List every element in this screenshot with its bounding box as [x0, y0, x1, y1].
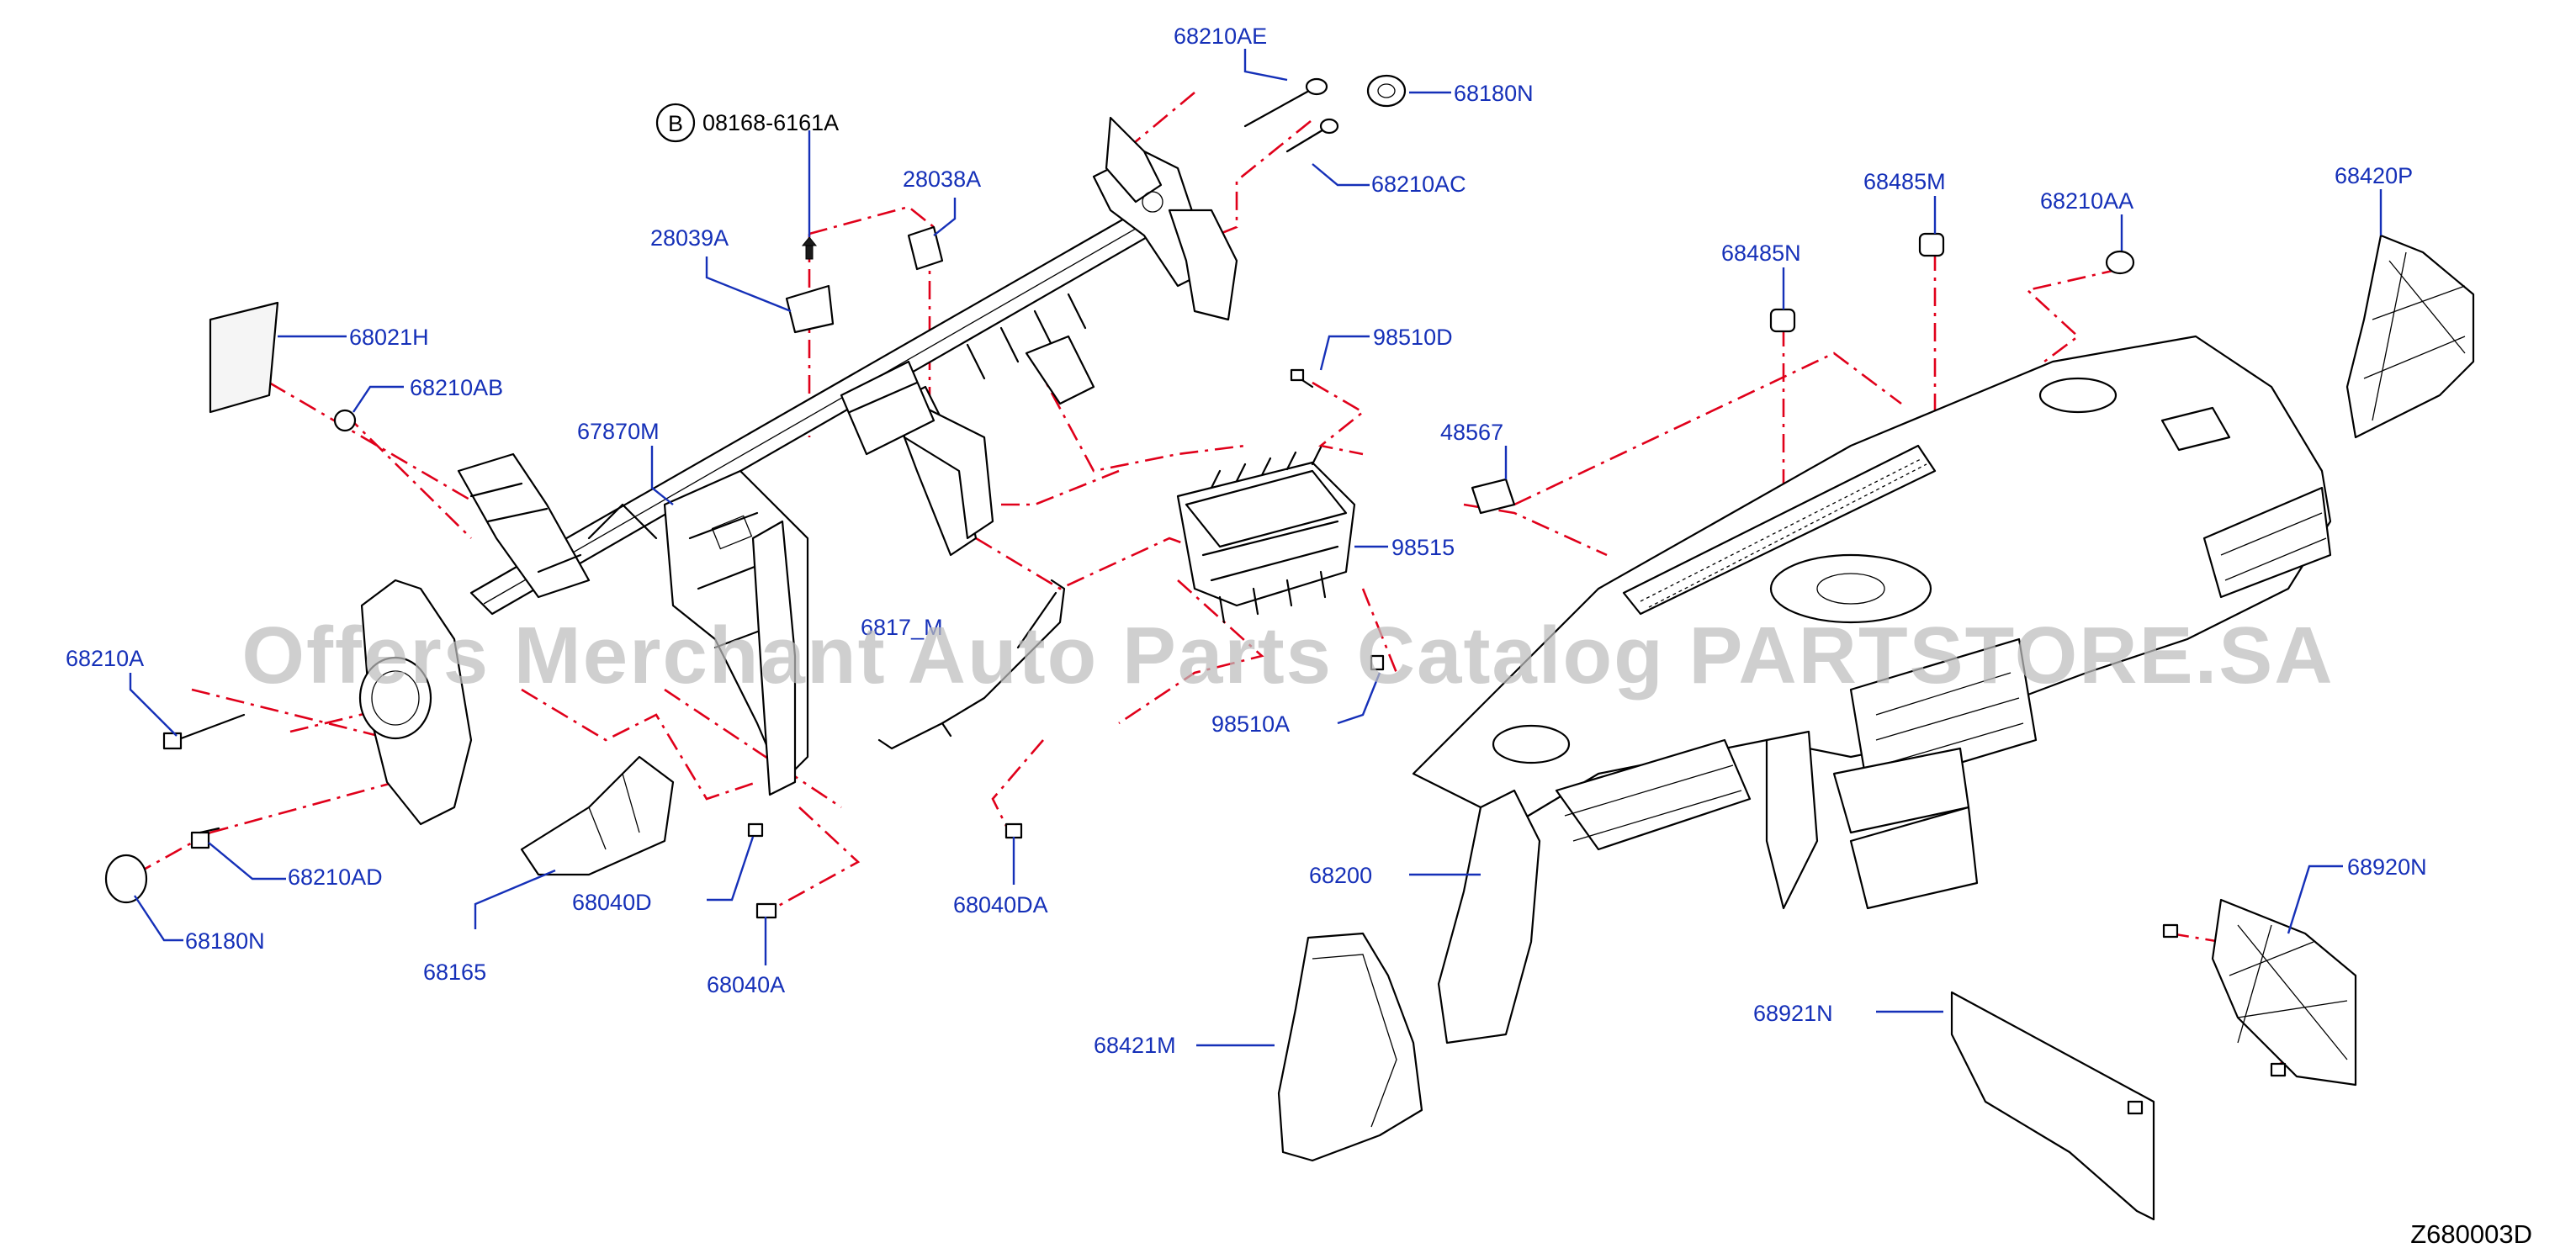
- label-68040DA: 68040DA: [953, 892, 1048, 917]
- label-68210AC: 68210AC: [1371, 172, 1466, 197]
- instrument-panel: [1412, 335, 2332, 1044]
- label-6817M: 6817_M: [861, 615, 943, 640]
- label-28039A: 28039A: [650, 225, 729, 251]
- steering-member: [358, 116, 1238, 826]
- label-08168-6161A: 08168-6161A: [702, 110, 839, 135]
- airbag-module: [1176, 446, 1356, 624]
- panel-68921N: [1950, 991, 2155, 1221]
- label-68210AD: 68210AD: [288, 865, 383, 890]
- bolt-badge-letter: B: [668, 111, 683, 136]
- label-68210AB: 68210AB: [410, 375, 503, 400]
- label-68421M: 68421M: [1094, 1033, 1176, 1058]
- cover-68420P: [2345, 234, 2475, 439]
- label-68920N: 68920N: [2347, 854, 2427, 880]
- label-68210AA: 68210AA: [2040, 188, 2133, 214]
- label-68485M: 68485M: [1863, 169, 1946, 194]
- label-68420P: 68420P: [2335, 163, 2413, 188]
- label-68210AE: 68210AE: [1174, 24, 1267, 49]
- label-28038A: 28038A: [903, 167, 981, 192]
- label-68180N-bottom: 68180N: [185, 928, 265, 954]
- label-68040A: 68040A: [707, 972, 785, 997]
- label-68200: 68200: [1309, 863, 1372, 888]
- label-48567: 48567: [1440, 420, 1503, 445]
- cover-68421M: [1277, 932, 1423, 1162]
- label-68180N-top: 68180N: [1454, 81, 1534, 106]
- bracket-6817: [877, 579, 1066, 750]
- diagram-reference: Z680003D: [2410, 1219, 2532, 1248]
- fasteners: [104, 74, 2287, 1115]
- bolt-badge-circle: [655, 103, 696, 143]
- label-98515: 98515: [1391, 535, 1455, 560]
- leader-lines: [129, 49, 2383, 1047]
- label-68165: 68165: [423, 960, 486, 985]
- label-68485N: 68485N: [1721, 241, 1801, 266]
- label-68021H: 68021H: [349, 325, 429, 350]
- label-67870M: 67870M: [577, 419, 660, 444]
- watermark: Offers Merchant Auto Parts Catalog PARTS…: [241, 611, 2334, 701]
- label-98510D: 98510D: [1373, 325, 1453, 350]
- bracket-68165: [520, 755, 675, 876]
- label-68921N: 68921N: [1753, 1001, 1833, 1026]
- label-98510A: 98510A: [1211, 711, 1290, 737]
- label-68040D: 68040D: [572, 890, 652, 915]
- part-labels: 68210AE 68180N 08168-6161A 68210AC 28038…: [66, 24, 2427, 1058]
- label-68210A: 68210A: [66, 646, 144, 671]
- cover-68920N: [2211, 898, 2357, 1087]
